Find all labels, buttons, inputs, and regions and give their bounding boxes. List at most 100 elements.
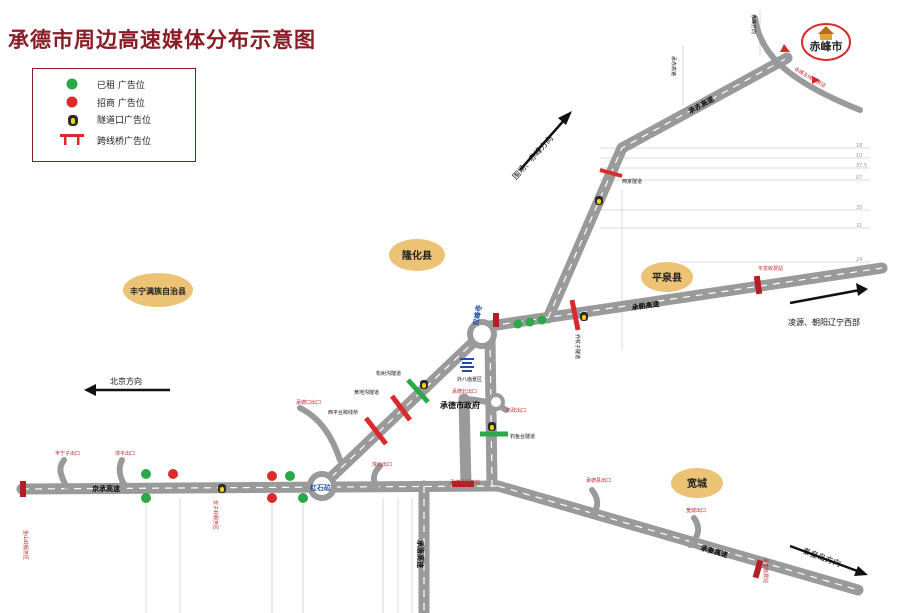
thin-lines — [145, 10, 870, 613]
green-dot-icon — [141, 493, 151, 503]
station-bar — [20, 481, 26, 497]
road-chengde-south — [484, 331, 498, 492]
green-dot-icon — [285, 471, 295, 481]
green-dot-icon — [141, 469, 151, 479]
km-mark: 24 — [856, 257, 862, 263]
km-mark: 37.5 — [856, 163, 867, 169]
km-marks: 18 10 37.5 07 35 31 24 — [856, 143, 867, 263]
label-highway-small: 承赤高速 — [670, 56, 677, 76]
label-exit: 宽城出口 — [686, 507, 706, 514]
ad-dots — [141, 315, 547, 503]
km-mark: 10 — [856, 153, 862, 159]
arrow-heads — [84, 111, 868, 576]
green-dot-icon — [513, 319, 523, 329]
tunnel-songshugou — [406, 378, 430, 404]
region-chifeng: 赤峰市 — [810, 39, 843, 53]
label-beijing: 北京方向 — [110, 376, 142, 386]
bridge-qiaozigou — [569, 299, 581, 331]
small-labels-dark: 松树沟隧道 黄地沟隧道 西平台跨线桥 钓鱼台隧道 乔杖子隧道 两家隧道 承赤高速… — [328, 14, 757, 440]
green-dot-icon — [298, 493, 308, 503]
region-labels: 丰宁满族自治县 隆化县 平泉县 宽城 赤峰市 — [130, 39, 843, 490]
label-station: 承德县服务站 — [450, 479, 480, 486]
bubble-longhua — [389, 239, 445, 271]
green-dot-icon — [525, 317, 535, 327]
label-qinhuangdao: 秦皇岛方向 — [801, 545, 842, 568]
label-tunnel: 乔杖子隧道 — [574, 334, 581, 359]
region-pingquan: 平泉县 — [652, 271, 682, 284]
bubble-pingquan — [641, 262, 693, 292]
region-bubbles — [123, 23, 851, 498]
highway-jingcheng: 京承高速 — [92, 484, 120, 493]
label-direction-small: 赤峰方向 — [750, 14, 757, 34]
green-dot-icon — [66, 78, 78, 90]
arrow-qinhuangdao — [789, 544, 861, 574]
highway-labels: 京承高速 承唐高速 承赤高速 承朝高速 承秦高速 — [92, 94, 729, 568]
red-dot-icon — [267, 471, 277, 481]
label-weichang: 围场、赤峰方向 — [510, 133, 555, 181]
node-waiba: 外八庙景区 — [457, 376, 482, 383]
node-labels: 红石砬 双峰寺 承德市政府 外八庙景区 — [310, 304, 484, 492]
label-lingyuan: 凌源、朝阳辽宁西部 — [788, 317, 860, 327]
node-shuangfengsi: 双峰寺 — [471, 304, 484, 326]
km-mark: 31 — [856, 223, 862, 229]
label-exit: 承德口出口 — [296, 399, 321, 406]
label-tunnel: 黄地沟隧道 — [354, 389, 379, 396]
station-bar — [452, 481, 474, 487]
highway-chengchao: 承朝高速 — [631, 299, 660, 312]
station-bar — [493, 313, 499, 327]
bubble-fengning — [123, 273, 193, 307]
station-bar — [752, 559, 764, 579]
bridge-icon — [60, 134, 84, 145]
label-tunnel: 两家隧道 — [622, 178, 642, 185]
tunnel-icon — [68, 115, 78, 126]
red-dot-icon — [267, 493, 277, 503]
bridge-liangjia — [599, 168, 623, 178]
bridge-xipingtai — [364, 416, 388, 446]
green-dot-icon — [537, 315, 547, 325]
legend: 已租 广告位 招商 广告位 隧道口广告位 跨线桥广告位 — [32, 68, 196, 162]
label-bridge: 西平台跨线桥 — [328, 409, 358, 416]
bubble-kuancheng — [671, 468, 723, 498]
road-dashes — [21, 57, 883, 613]
label-exit: 承德北出口 — [452, 388, 477, 395]
region-kuancheng: 宽城 — [686, 477, 707, 490]
temple-icon — [460, 358, 474, 372]
region-fengning: 丰宁满族自治县 — [130, 286, 186, 296]
roundabout-shuangfengsi — [467, 319, 497, 349]
label-station: 承秦收费站 — [762, 558, 769, 583]
red-triangle — [780, 44, 790, 52]
km-mark: 07 — [856, 175, 862, 181]
chifeng-house-icon — [818, 26, 834, 40]
label-station: 平泉收费站 — [758, 265, 783, 272]
roundabouts — [307, 319, 505, 501]
arrow-lingyuan — [789, 288, 861, 305]
roundabout-city — [487, 393, 505, 411]
bridge-markers — [20, 44, 820, 579]
label-tunnel: 松树沟隧道 — [376, 370, 401, 377]
tunnel-icons — [218, 196, 603, 493]
region-longhua: 隆化县 — [402, 249, 432, 262]
red-triangle — [812, 76, 820, 84]
label-station: 安子岭服务区 — [212, 500, 219, 530]
bubble-chifeng — [801, 23, 851, 61]
label-exit: 市政出口 — [506, 407, 526, 414]
label-exit: 丰宁子出口 — [55, 450, 80, 457]
label-exit: 承德县出口 — [586, 477, 611, 484]
red-dot-icon — [66, 96, 78, 108]
station-bar — [753, 275, 763, 295]
map-title: 承德市周边高速媒体分布示意图 — [8, 28, 316, 52]
label-station: 金山岭服务区 — [22, 530, 29, 560]
roundabout-hongshijing — [307, 471, 337, 501]
arrow-weichang — [519, 117, 567, 171]
highway-chengtang: 承唐高速 — [416, 540, 425, 568]
roads — [16, 52, 888, 613]
road-city — [458, 393, 472, 492]
direction-arrows — [92, 117, 861, 574]
node-city-gov: 承德市政府 — [440, 400, 480, 410]
label-tunnel: 钓鱼台隧道 — [510, 433, 535, 440]
node-hongshijing: 红石砬 — [310, 483, 331, 492]
bridge-huangzigou — [390, 394, 412, 422]
km-mark: 18 — [856, 143, 862, 149]
